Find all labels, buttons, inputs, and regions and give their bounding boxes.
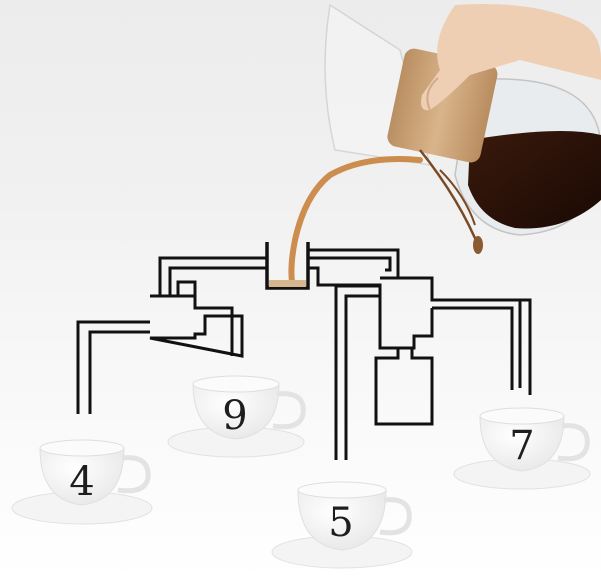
coffee-stream <box>288 156 423 285</box>
pipe-left-upper-inner <box>168 266 267 296</box>
left-chamber <box>149 294 244 358</box>
cup-4-shape <box>11 439 153 525</box>
hand <box>421 4 601 111</box>
cup-9-number: 9 <box>222 393 248 439</box>
cup-4-number: 4 <box>69 459 95 505</box>
right-chamber-lower <box>374 348 434 426</box>
pipe-to-cup-5 <box>334 284 380 460</box>
pipe-inlet <box>265 242 310 290</box>
pipe-to-cup-4 <box>76 320 150 414</box>
cup-7-shape <box>453 407 591 490</box>
pipe-right-mid <box>308 266 382 296</box>
left-chamber-top-link <box>176 280 197 296</box>
pipe-network <box>76 248 532 460</box>
cup-5-shape <box>271 481 413 569</box>
right-chamber-upper <box>378 276 522 390</box>
pipe-left-upper <box>158 256 267 296</box>
coffee-carafe <box>324 3 601 254</box>
cup-9-shape <box>167 375 306 458</box>
cup-7-number: 7 <box>509 423 535 469</box>
cup-5-number: 5 <box>328 500 354 546</box>
pipe-to-cup-7 <box>520 298 532 395</box>
pipe-right-upper <box>308 248 400 278</box>
